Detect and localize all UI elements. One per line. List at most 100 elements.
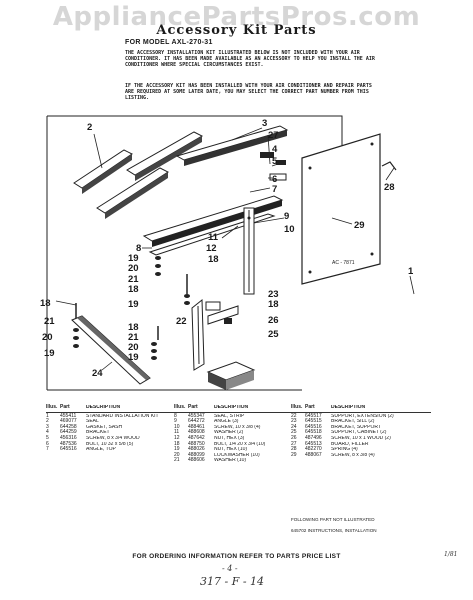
illus-number: 24 — [291, 423, 297, 430]
parts-table-header: Illus. Part DESCRIPTION — [46, 404, 186, 413]
header-part: Part — [188, 404, 198, 410]
part-number: 488606 — [188, 457, 205, 464]
callout-24: 25 — [268, 329, 279, 340]
part-description: BOLT, 10 32 x 5/8 (5) — [86, 441, 134, 447]
header-part: Part — [305, 404, 315, 410]
diagram-ref-code: AC - 7871 — [332, 260, 355, 266]
illus-number: 26 — [291, 434, 297, 441]
exploded-parts-diagram: 2 3 27 4 5 6 7 8 9 10 11 12 18 19 20 21 … — [40, 115, 415, 391]
part-description: SUPPORT, CABINET (2) — [331, 430, 387, 436]
illus-number: 11 — [174, 429, 180, 436]
part-description: ANGLE (3) — [214, 419, 239, 425]
model-line: FOR MODEL AXL-270-31 — [125, 39, 213, 46]
illus-number: 1 — [46, 412, 49, 419]
callout-1: 1 — [408, 266, 414, 277]
callout-19b: 19 — [128, 299, 139, 310]
illus-number: 27 — [291, 440, 297, 447]
callout-leader-lines — [55, 127, 415, 371]
part-description: BOARD, FILLER — [331, 441, 369, 447]
callout-27: 27 — [268, 130, 279, 141]
part-number: 488026 — [188, 446, 205, 453]
part-extension-support — [191, 298, 221, 371]
illus-number: 28 — [291, 446, 297, 453]
part-number: 488750 — [188, 440, 205, 447]
handwritten-code: 317 - F - 14 — [200, 575, 265, 588]
part-description: SEAL, STRIP — [214, 413, 245, 419]
part-filler-board — [301, 133, 381, 285]
part-number: 644258 — [60, 423, 77, 430]
callout-4: 4 — [272, 144, 278, 155]
callout-7: 7 — [272, 184, 277, 195]
repair-paragraph: If the accessory kit has been installed … — [125, 83, 372, 102]
part-description: BRACKET, SILL (2) — [331, 419, 375, 425]
part-number: 644272 — [188, 418, 205, 425]
part-description: SPRING (4) — [331, 447, 358, 453]
callout-8: 8 — [136, 243, 141, 254]
callout-19a: 19 — [128, 253, 139, 264]
callout-labels: 2 3 27 4 5 6 7 8 9 10 11 12 18 19 20 21 … — [40, 118, 414, 379]
part-description: LOCKWASHER (10) — [214, 452, 260, 458]
part-hardware-stack-mid — [151, 326, 159, 360]
part-description: WASHER (2) — [214, 430, 244, 436]
callout-19d: 19 — [128, 352, 139, 363]
part-bracket-small — [260, 152, 287, 181]
part-description: SCREW, 10 x 3/8 (4) — [214, 424, 261, 430]
part-number: 487496 — [305, 434, 322, 441]
illus-number: 23 — [291, 418, 297, 425]
handwritten-page-mark: - 4 - — [222, 564, 238, 573]
illus-number: 8 — [174, 412, 177, 419]
handwritten-corner-mark: 1/81 — [444, 551, 458, 558]
illus-number: 4 — [46, 429, 49, 436]
callout-11: 11 — [208, 232, 219, 243]
callout-5: 5 — [272, 156, 278, 167]
illus-number: 21 — [174, 457, 180, 464]
part-description: WASHER (10) — [214, 458, 247, 464]
header-part: Part — [60, 404, 70, 410]
intro-paragraph: The accessory installation kit illustrat… — [125, 50, 375, 69]
header-illus: Illus. — [174, 404, 186, 410]
part-description: SCREW, 8 x 3/8 (4) — [331, 452, 375, 458]
illus-number: 5 — [46, 434, 49, 441]
part-sill-bracket — [207, 305, 239, 325]
callout-2: 2 — [87, 122, 92, 133]
illus-number: 25 — [291, 429, 297, 436]
callout-21b: 21 — [44, 316, 55, 327]
part-number: 487642 — [188, 434, 205, 441]
callout-9: 9 — [284, 211, 289, 222]
part-number: 645515 — [305, 418, 322, 425]
illus-number: 22 — [291, 412, 297, 419]
header-illus: Illus. — [291, 404, 303, 410]
callout-23: 23 — [268, 289, 279, 300]
callout-10: 10 — [284, 224, 295, 235]
callout-18b: 18 — [128, 284, 139, 295]
part-number: 488461 — [188, 423, 205, 430]
illus-number: 7 — [46, 446, 49, 453]
part-number: 456316 — [60, 434, 77, 441]
part-seal-strips — [73, 131, 204, 219]
part-spring — [381, 161, 397, 171]
callout-20c: 20 — [128, 342, 139, 353]
illus-number: 12 — [174, 434, 180, 441]
callout-20a: 20 — [128, 263, 139, 274]
header-illus: Illus. — [46, 404, 58, 410]
